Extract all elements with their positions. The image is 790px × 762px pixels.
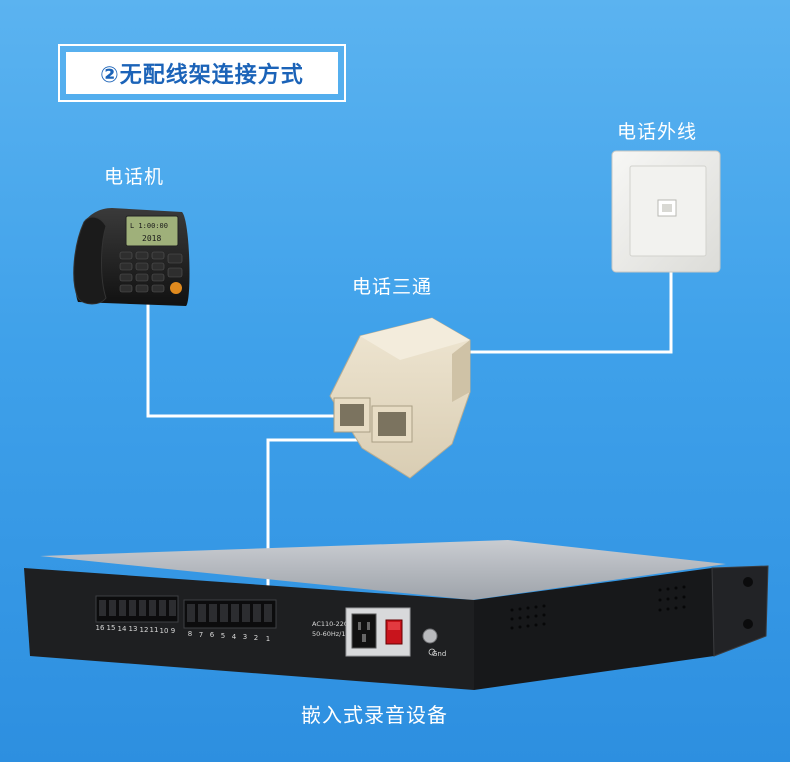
- port-number-11: 11: [150, 626, 159, 634]
- port-number-15: 15: [107, 624, 116, 632]
- port-number-14: 14: [118, 625, 127, 633]
- phone-screen-line1: L 1:00:00: [130, 222, 168, 230]
- recorder-device: 16 15 14 13 12 11 10 9 8 7 6 5 4 3 2 1 A…: [24, 540, 768, 690]
- port-number-8: 8: [188, 630, 192, 638]
- port-number-4: 4: [232, 633, 237, 641]
- port-number-5: 5: [221, 632, 225, 640]
- phone-screen-line2: 2018: [142, 234, 161, 243]
- wall-socket: [612, 151, 720, 272]
- cable-phone-to-splitter: [148, 302, 340, 416]
- port-number-10: 10: [160, 627, 169, 635]
- telephone: L 1:00:00 2018: [74, 208, 190, 306]
- port-number-1: 1: [266, 635, 270, 643]
- port-number-6: 6: [210, 631, 215, 639]
- port-number-7: 7: [199, 631, 203, 639]
- port-number-3: 3: [243, 633, 247, 641]
- splitter: [330, 318, 470, 478]
- port-number-13: 13: [129, 625, 138, 633]
- port-number-2: 2: [254, 634, 258, 642]
- port-number-12: 12: [140, 626, 149, 634]
- port-number-9: 9: [171, 627, 175, 635]
- power-rating-line2: 50-60Hz/1A: [312, 630, 351, 638]
- port-number-16: 16: [96, 624, 105, 632]
